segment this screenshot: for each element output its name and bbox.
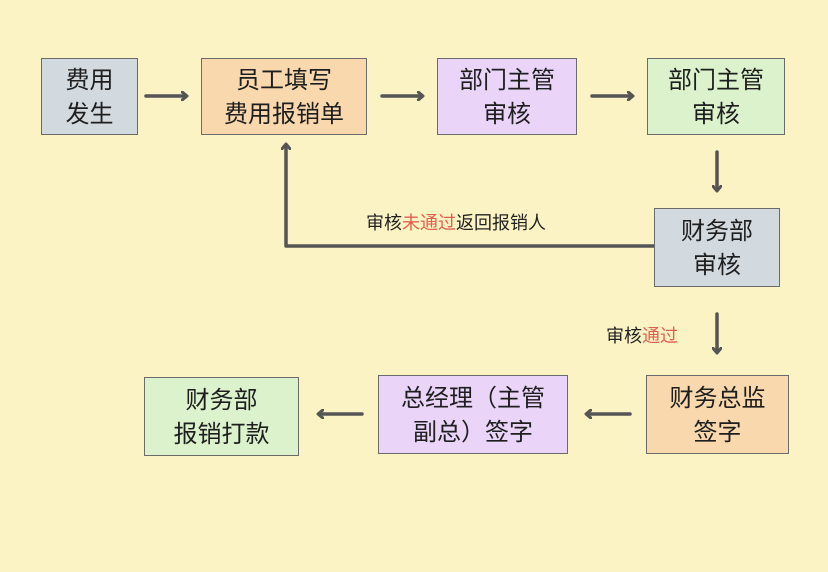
node-text: 费用 bbox=[65, 65, 114, 94]
label-highlight: 未通过 bbox=[402, 213, 456, 234]
node-gm-sign: 总经理（主管副总）签字 bbox=[378, 375, 568, 454]
node-text: 审核 bbox=[483, 99, 531, 128]
node-text: 部门主管 bbox=[459, 65, 555, 94]
node-text: 发生 bbox=[65, 99, 114, 128]
label-prefix: 审核 bbox=[606, 326, 642, 347]
node-text: 审核 bbox=[693, 250, 741, 279]
node-finance-director-sign: 财务总监签字 bbox=[646, 375, 789, 454]
node-text: 财务部 bbox=[185, 385, 258, 414]
node-text: 副总）签字 bbox=[413, 417, 533, 446]
label-highlight: 通过 bbox=[642, 326, 678, 347]
label-prefix: 审核 bbox=[366, 213, 402, 234]
node-dept-manager-review-2: 部门主管审核 bbox=[647, 58, 785, 135]
label-review-approved: 审核通过 bbox=[606, 322, 678, 348]
node-text: 部门主管 bbox=[668, 65, 764, 94]
node-text: 财务部 bbox=[681, 216, 753, 245]
label-suffix: 返回报销人 bbox=[456, 213, 546, 234]
label-review-rejected: 审核未通过返回报销人 bbox=[366, 209, 546, 235]
node-text: 报销打款 bbox=[173, 419, 270, 448]
node-text: 费用报销单 bbox=[224, 99, 344, 128]
node-text: 员工填写 bbox=[236, 65, 332, 94]
node-dept-manager-review-1: 部门主管审核 bbox=[437, 58, 577, 135]
node-text: 签字 bbox=[693, 417, 742, 446]
node-text: 审核 bbox=[692, 99, 740, 128]
node-text: 总经理（主管 bbox=[401, 383, 545, 412]
node-text: 财务总监 bbox=[669, 383, 766, 412]
node-finance-review: 财务部审核 bbox=[654, 208, 780, 287]
node-finance-payment: 财务部报销打款 bbox=[144, 377, 299, 456]
node-expense-occurs: 费用发生 bbox=[41, 58, 138, 135]
node-employee-fill-form: 员工填写费用报销单 bbox=[201, 58, 367, 135]
